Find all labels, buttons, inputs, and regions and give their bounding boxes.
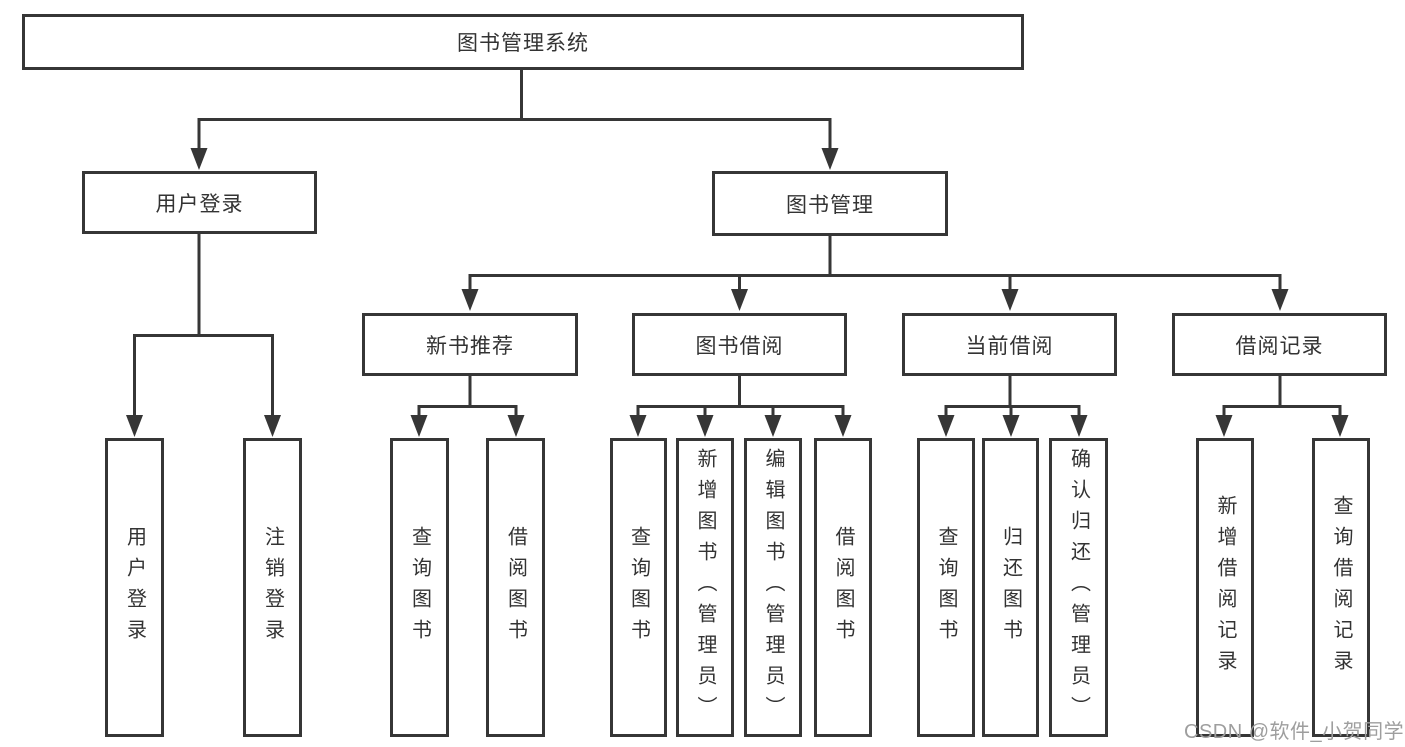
- leaf-label: 归还图书: [999, 525, 1022, 650]
- leaf-label: 查询借阅记录: [1330, 494, 1352, 681]
- leaf-query-borrow-record: 查询借阅记录: [1312, 438, 1370, 737]
- leaf-user-login: 用户登录: [105, 438, 164, 737]
- leaf-edit-book-admin: 编辑图书（管理员）: [744, 438, 802, 737]
- leaf-borrow-books: 借阅图书: [814, 438, 872, 737]
- leaf-label: 新增借阅记录: [1214, 494, 1236, 681]
- node-current-borrowing: 当前借阅: [902, 313, 1117, 376]
- leaf-query-books-recommend: 查询图书: [390, 438, 449, 737]
- csdn-watermark: CSDN @软件_小贺同学: [1184, 721, 1405, 743]
- node-user-login: 用户登录: [82, 171, 317, 234]
- leaf-label: 编辑图书（管理员）: [762, 448, 784, 727]
- leaf-borrow-books-recommend: 借阅图书: [486, 438, 545, 737]
- node-book-borrowing: 图书借阅: [632, 313, 847, 376]
- leaf-query-books-current: 查询图书: [917, 438, 975, 737]
- leaf-return-books: 归还图书: [982, 438, 1039, 737]
- node-book-management: 图书管理: [712, 171, 948, 236]
- leaf-label: 确认归还（管理员）: [1067, 448, 1090, 727]
- leaf-confirm-return-admin: 确认归还（管理员）: [1049, 438, 1108, 737]
- leaf-add-book-admin: 新增图书（管理员）: [676, 438, 734, 737]
- node-library-system: 图书管理系统: [22, 14, 1024, 70]
- leaf-label: 查询图书: [935, 525, 957, 650]
- leaf-query-books-borrow: 查询图书: [610, 438, 667, 737]
- leaf-label: 借阅图书: [832, 525, 854, 650]
- leaf-label: 注销登录: [261, 525, 284, 650]
- leaf-label: 借阅图书: [504, 525, 527, 650]
- node-new-book-recommendation: 新书推荐: [362, 313, 578, 376]
- leaf-logout: 注销登录: [243, 438, 302, 737]
- node-borrowing-records: 借阅记录: [1172, 313, 1387, 376]
- leaf-label: 用户登录: [123, 525, 146, 650]
- leaf-label: 查询图书: [408, 525, 431, 650]
- leaf-label: 新增图书（管理员）: [694, 448, 716, 727]
- leaf-label: 查询图书: [627, 525, 650, 650]
- leaf-add-borrow-record: 新增借阅记录: [1196, 438, 1254, 737]
